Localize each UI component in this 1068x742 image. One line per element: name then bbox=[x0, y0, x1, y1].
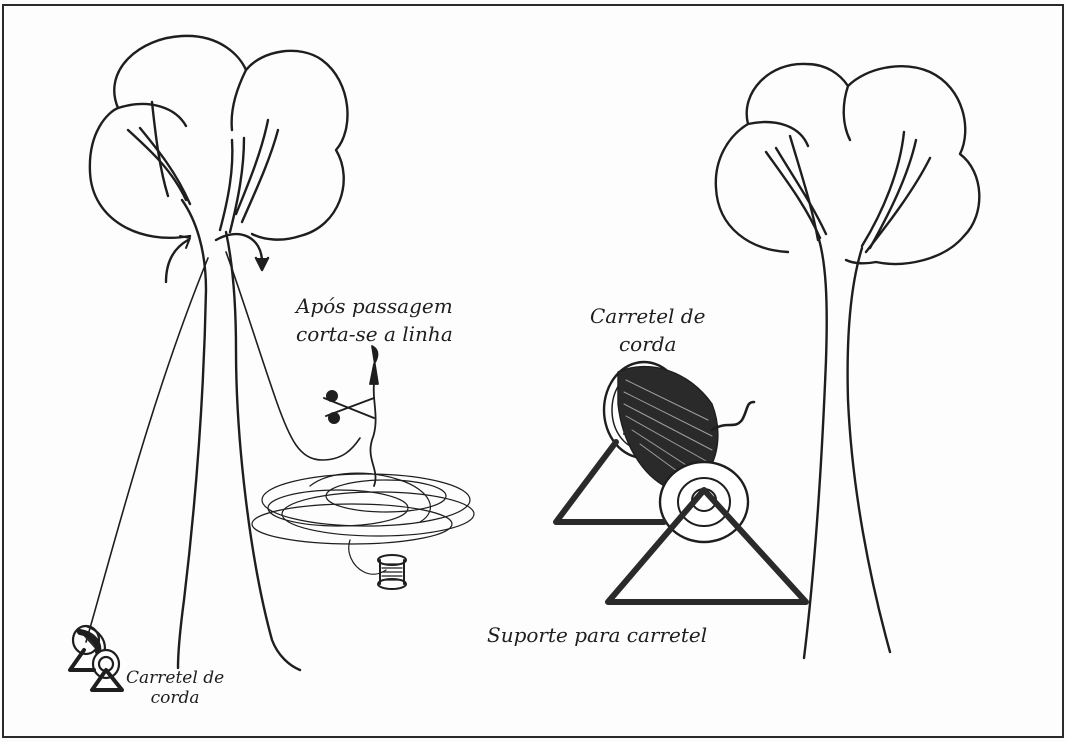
label-apos-passagem: Após passagem corta-se a linha bbox=[296, 292, 453, 348]
right-tree-canopy bbox=[716, 64, 980, 264]
curved-arrow-icon bbox=[166, 240, 188, 282]
label-carretel-left-line2: corda bbox=[126, 688, 224, 708]
throw-line-down bbox=[226, 252, 360, 460]
left-tree-canopy bbox=[90, 36, 348, 240]
left-tree-icon bbox=[86, 36, 360, 670]
label-carretel-left: Carretel de corda bbox=[126, 668, 224, 708]
thread-spool-icon bbox=[378, 555, 406, 589]
label-carretel-center-line2: corda bbox=[590, 330, 705, 358]
label-apos-line2: corta-se a linha bbox=[296, 320, 453, 348]
right-tree-trunk bbox=[804, 236, 827, 658]
label-carretel-center-line1: Carretel de bbox=[590, 302, 705, 330]
thread-pile bbox=[252, 473, 474, 574]
right-tree-icon bbox=[716, 64, 980, 658]
throw-line bbox=[86, 258, 208, 642]
label-carretel-left-line1: Carretel de bbox=[126, 668, 224, 688]
small-rope-reel-icon bbox=[70, 626, 122, 690]
label-carretel-center: Carretel de corda bbox=[590, 302, 705, 358]
label-suporte: Suporte para carretel bbox=[487, 623, 707, 647]
scissors-icon bbox=[324, 391, 374, 423]
label-apos-line1: Após passagem bbox=[296, 292, 453, 320]
rope-tail bbox=[712, 402, 754, 430]
left-tree-trunk bbox=[178, 200, 206, 668]
